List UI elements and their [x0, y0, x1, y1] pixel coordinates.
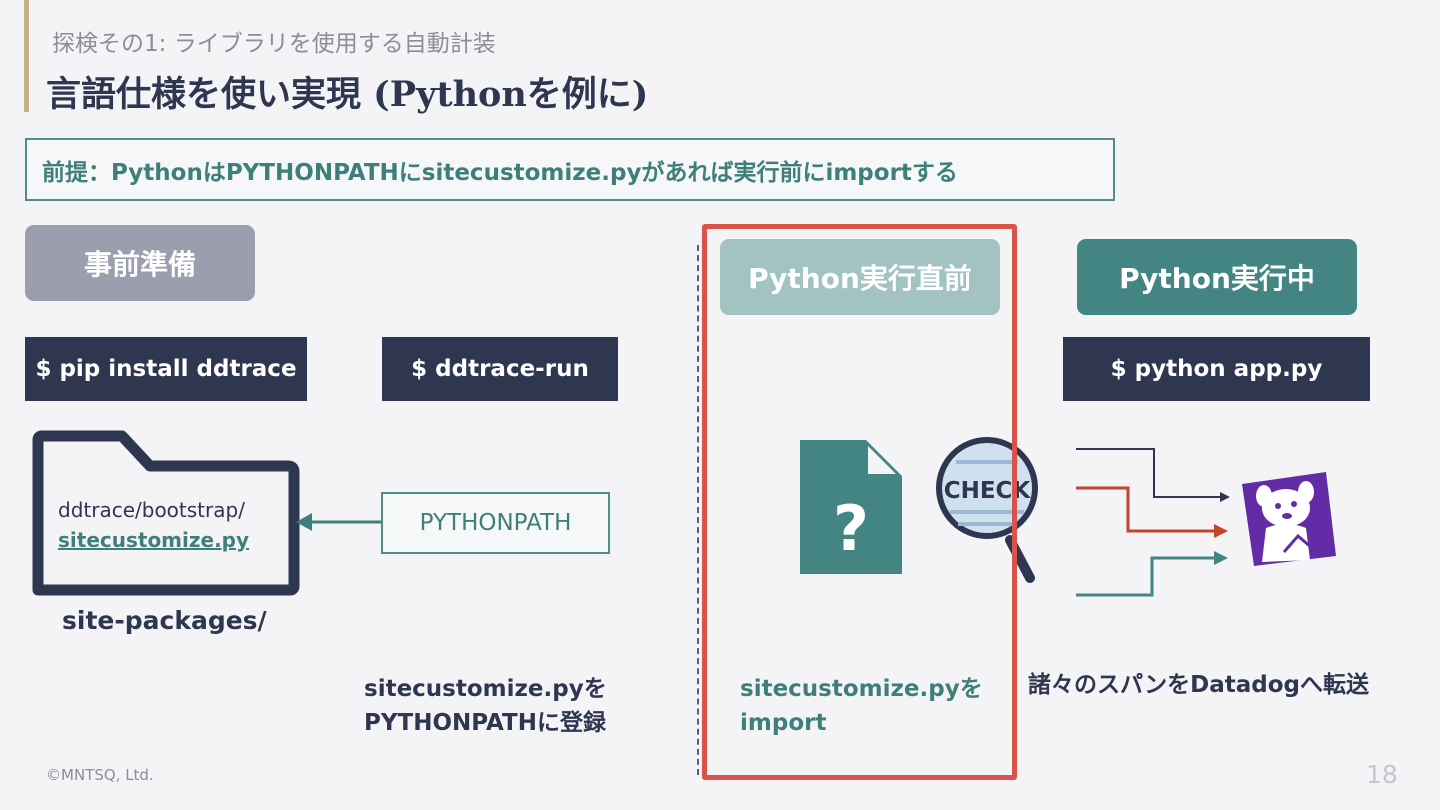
phase-during-run-label: Python実行中 [1077, 239, 1357, 315]
page-number: 18 [1366, 760, 1398, 789]
ddtrace-run-command-text: $ ddtrace-run [411, 356, 589, 382]
bootstrap-path: ddtrace/bootstrap/ [58, 498, 245, 522]
pip-install-command: $ pip install ddtrace [25, 337, 307, 401]
folder-contents: ddtrace/bootstrap/ sitecustomize.py [58, 495, 249, 555]
register-caption-line2: PYTHONPATHに登録 [364, 710, 606, 736]
forward-caption: 諸々のスパンをDatadogへ転送 [1028, 672, 1370, 698]
span-arrows [1076, 448, 1230, 597]
phase-during-run-text: Python実行中 [1119, 262, 1315, 295]
phase-prep-text: 事前準備 [83, 248, 196, 281]
svg-text:?: ? [833, 492, 869, 565]
premise-text: 前提：PythonはPYTHONPATHにsitecustomize.pyがあれ… [42, 159, 958, 186]
register-caption-line1: sitecustomize.pyを [364, 676, 607, 702]
import-caption-line1: sitecustomize.pyを [740, 676, 983, 702]
slide-title: 言語仕様を使い実現 (Pythonを例に) [46, 74, 649, 115]
highlight-frame [702, 224, 1017, 780]
import-caption: sitecustomize.pyを import [740, 672, 983, 740]
pythonpath-text: PYTHONPATH [419, 510, 572, 536]
phase-before-run-text: Python実行直前 [748, 262, 972, 295]
import-caption-line2: import [740, 710, 827, 736]
datadog-logo-icon [1242, 472, 1336, 566]
pythonpath-box: PYTHONPATH [381, 492, 610, 554]
phase-prep-label: 事前準備 [25, 225, 255, 301]
pip-install-command-text: $ pip install ddtrace [35, 356, 297, 382]
phase-divider [697, 245, 699, 775]
pythonpath-arrow [296, 513, 381, 531]
sitecustomize-link[interactable]: sitecustomize.py [58, 528, 250, 552]
copyright: ©MNTSQ, Ltd. [46, 766, 154, 784]
python-app-command: $ python app.py [1063, 337, 1370, 401]
premise-box: 前提：PythonはPYTHONPATHにsitecustomize.pyがあれ… [25, 138, 1115, 201]
python-app-command-text: $ python app.py [1110, 356, 1323, 382]
phase-before-run-label: Python実行直前 [720, 239, 1000, 315]
ddtrace-run-command: $ ddtrace-run [382, 337, 618, 401]
question-document-icon: ? [800, 440, 902, 574]
slide-subtitle: 探検その1: ライブラリを使用する自動計装 [52, 31, 496, 57]
accent-bar [24, 0, 29, 112]
register-caption: sitecustomize.pyを PYTHONPATHに登録 [364, 672, 607, 740]
site-packages-label: site-packages/ [62, 606, 267, 635]
folder-icon [32, 430, 300, 596]
